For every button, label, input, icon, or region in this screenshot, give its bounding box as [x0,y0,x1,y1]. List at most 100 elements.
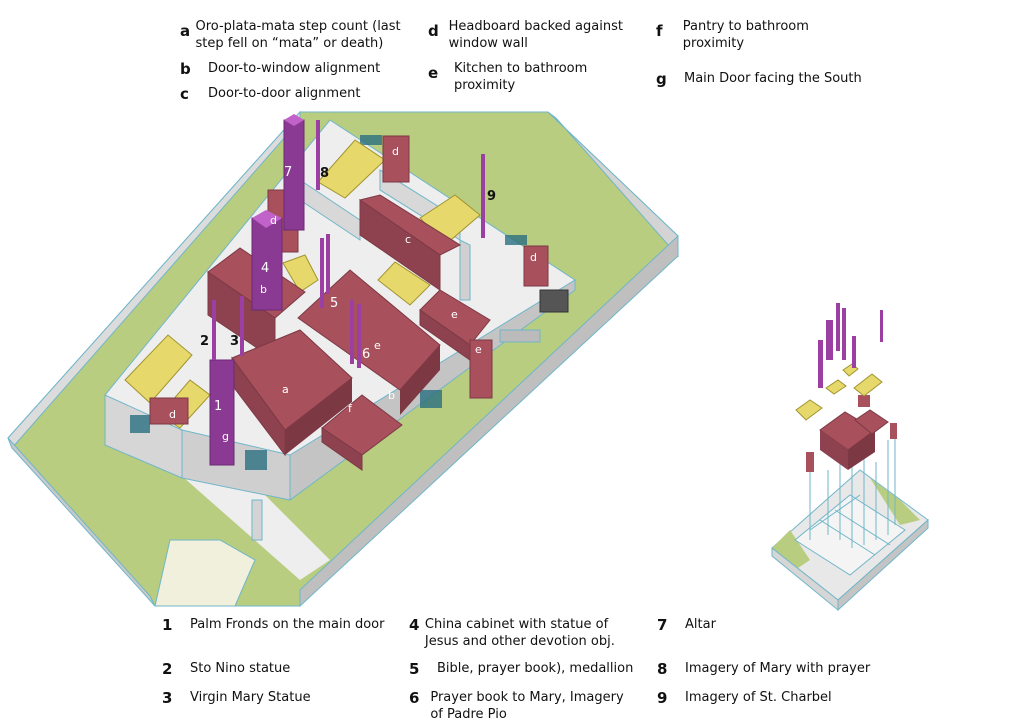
plan-label-d: d [270,214,277,227]
mini-lawn [772,530,810,572]
plan-label-f: f [348,402,353,415]
mini-bed [853,373,883,397]
legend-key: a [180,22,191,40]
mini-devotion [880,310,883,342]
interior-wall-3 [459,239,471,301]
legend-key: 3 [162,689,173,707]
legend-text: Imagery of St. Charbel [685,690,832,705]
mini-block [890,423,897,439]
mini-wall-line [834,509,891,546]
plan-label-e: e [451,308,458,321]
legend-text: Sto Nino statue [190,661,291,676]
bed [377,261,431,306]
legend-item-9: 9 Imagery of St. Charbel [657,689,887,707]
plan-label-d: d [169,408,176,421]
mini-block [854,409,889,435]
window [130,415,150,433]
legend-item-8: 8 Imagery of Mary with prayer [657,660,887,678]
legend-item-7: 7 Altar [657,616,887,634]
pole [481,154,485,238]
pole [212,300,216,360]
legend-text: Door-to-window alignment [208,61,381,76]
legend-key: 8 [657,660,668,678]
pole [316,120,320,190]
mini-devotion [818,340,823,388]
legend-item-g: g Main Door facing the South [656,70,866,88]
zone-e3 [469,339,493,399]
mini-block [858,395,870,407]
legend-item-2: 2 Sto Nino statue [162,660,392,678]
legend-text: Kitchen to bathroom proximity [453,61,588,93]
mini-block [806,452,814,472]
mini-bed [795,399,823,421]
mini-block [820,430,848,470]
zone-f-face [321,427,363,471]
plan-label-b: b [260,283,267,296]
zone-a-face-right [285,378,352,455]
legend-key: b [180,60,191,78]
plan-label-d: d [392,145,399,158]
plan-label-8: 8 [320,166,329,181]
mini-devotion [826,320,833,360]
plan-label-3: 3 [230,334,239,349]
zone-d-1 [382,135,410,183]
legend-item-d: d Headboard backed against window wall [428,18,638,52]
palm-fronds-column [209,359,235,466]
plan-labels: a b b c d d d d e e e f g 1 4 5 6 7 [169,145,537,443]
legend-text: Oro-plata-mata step count (last step fel… [195,19,401,51]
plan-label-b: b [388,389,395,402]
plan-label-1: 1 [214,399,222,414]
mini-projection-lines [809,435,896,548]
legend-text: Pantry to bathroom proximity [682,19,809,51]
plan-labels-dark: 2 3 8 9 [200,166,496,349]
legend-text: Prayer book to Mary, Imagery of Padre Pi… [430,690,624,722]
driveway [154,539,256,607]
legend-item-f: f Pantry to bathroom proximity [656,18,866,52]
window [505,235,527,245]
legend-text: Imagery of Mary with prayer [685,661,871,676]
legend-text: Bible, prayer book), medallion [437,661,634,676]
bed [124,334,193,404]
mini-block [848,430,875,470]
pole [240,296,244,356]
legend-key: d [428,22,439,40]
legend-text: Altar [685,617,716,632]
legend-text: Virgin Mary Statue [190,690,311,705]
mini-wall [771,546,839,612]
plan-label-9: 9 [487,189,496,204]
legend-item-b: b Door-to-window alignment [180,60,415,78]
legend-text: Headboard backed against window wall [448,19,623,51]
plan-label-a: a [282,383,289,396]
legend-item-6: 6 Prayer book to Mary, Imagery of Padre … [409,689,639,723]
zone-d-3 [149,397,189,425]
legend-item-3: 3 Virgin Mary Statue [162,689,392,707]
plan-label-6: 6 [362,347,370,362]
legend-item-4: 4 China cabinet with statue of Jesus and… [409,616,639,650]
zone-e-face [400,345,440,415]
kitchen-counter [499,329,541,343]
pole [357,304,361,368]
exploded-axonometric [771,303,929,612]
legend-text: China cabinet with statue of Jesus and o… [424,617,615,649]
legend-key: 9 [657,689,668,707]
plan-label-c: c [405,233,411,246]
legend-item-5: 5 Bible, prayer book), medallion [409,660,639,678]
plan-label-e: e [475,343,482,356]
zone-d-2 [523,245,549,287]
pole [320,238,324,308]
legend-key: 6 [409,689,420,707]
plan-label-e: e [374,339,381,352]
legend-key: e [428,64,439,82]
legend-item-e: e Kitchen to bathroom proximity [428,60,638,94]
legend-key: 1 [162,616,173,634]
mini-wall-line [819,519,876,556]
pole [350,300,354,364]
plan-label-7: 7 [284,165,292,180]
window [360,135,382,145]
window [245,450,267,470]
mini-devotion [836,303,840,351]
legend-key: 2 [162,660,173,678]
pole [326,234,330,294]
legend-text: Door-to-door alignment [208,86,361,101]
